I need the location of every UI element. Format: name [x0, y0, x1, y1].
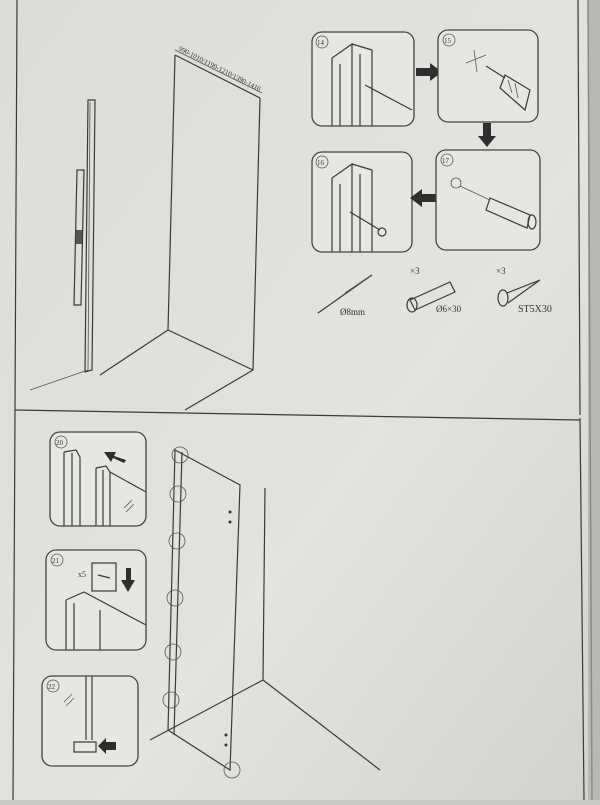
step-16-panel: 16 — [311, 151, 413, 253]
step-14-number: 14 — [317, 39, 325, 47]
arrow-right-icon — [416, 63, 442, 81]
glass-panel-drawing — [149, 446, 381, 779]
step-15-number: 15 — [444, 37, 452, 45]
wall-plug-quantity: ×3 — [410, 266, 420, 276]
bottom-frame — [12, 409, 585, 801]
screw-label: ST5X30 — [518, 304, 552, 315]
step-20-panel: 20 — [49, 431, 147, 527]
wall-drawing — [99, 49, 263, 411]
parts-row: Ø8mm ×3 Ø6×30 ×3 ST5X30 — [317, 266, 552, 317]
step-22-number: 22 — [48, 683, 56, 691]
arrow-down-icon — [121, 568, 135, 592]
step-14-panel: 14 — [311, 31, 415, 127]
step-15-panel: 15 — [437, 29, 539, 123]
screw-part: ×3 ST5X30 — [496, 266, 552, 315]
wall-plug-part: ×3 Ø6×30 — [406, 266, 462, 314]
step-21-panel: 21 x5 — [45, 549, 147, 651]
step-17-number: 17 — [442, 157, 450, 165]
wall-profile — [29, 99, 96, 391]
arrow-left-icon — [410, 189, 436, 207]
arrow-down-icon — [478, 123, 496, 147]
step-17-panel: 17 — [435, 149, 541, 251]
arrow-left-icon — [98, 738, 116, 754]
paper-sheet — [0, 0, 590, 800]
step-16-number: 16 — [317, 159, 325, 167]
arrow-left-icon — [104, 452, 126, 463]
wall-plug-label: Ø6×30 — [436, 304, 462, 314]
drill-bit-part: Ø8mm — [317, 274, 373, 317]
step-21-number: 21 — [52, 557, 60, 565]
step-20-number: 20 — [56, 439, 64, 447]
step-21-quantity: x5 — [78, 570, 86, 579]
screw-quantity: ×3 — [496, 266, 506, 276]
top-frame — [14, 0, 581, 421]
drill-bit-label: Ø8mm — [340, 307, 365, 317]
step-22-panel: 22 — [41, 675, 139, 767]
